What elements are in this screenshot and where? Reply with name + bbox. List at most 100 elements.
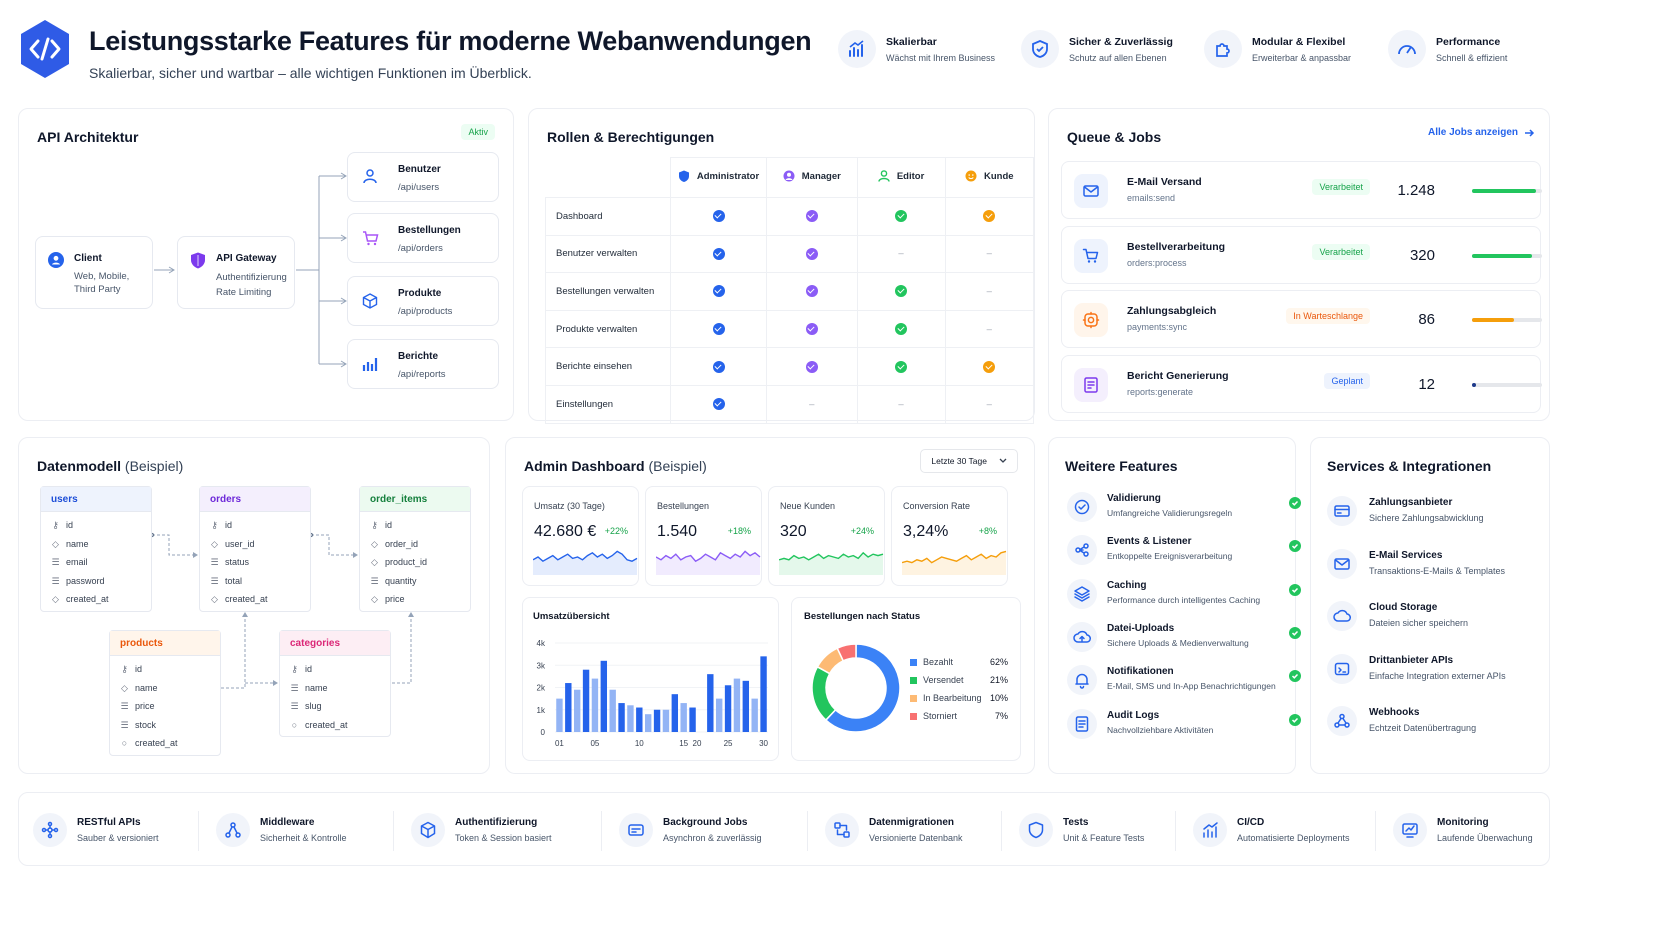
x-tick-label: 20 (693, 739, 702, 748)
check-icon (1289, 713, 1301, 726)
job-progress-fill (1472, 382, 1477, 387)
title-sub: (Beispiel) (124, 458, 184, 474)
endpoint-reports[interactable]: Berichte /api/reports (347, 339, 499, 389)
permission-label: Berichte einsehen (544, 347, 672, 386)
endpoint-products[interactable]: Produkte /api/products (347, 276, 499, 326)
permission-label: Dashboard (544, 197, 672, 236)
check-circle-icon (1067, 492, 1097, 522)
table-field: ○created_at (280, 716, 390, 735)
table-field: ☰name (280, 679, 390, 698)
role-header-kunde: Kunde (944, 157, 1035, 198)
page-subtitle: Skalierbar, sicher und wartbar – alle wi… (89, 65, 532, 81)
client-node[interactable]: Client Web, Mobile, Third Party (35, 236, 153, 309)
table-orders[interactable]: orders⚷id◇user_id☰status☰total◇created_a… (199, 486, 311, 612)
table-categories[interactable]: categories⚷id☰name☰slug○created_at (279, 630, 391, 737)
y-tick-label: 2k (537, 684, 546, 693)
diamond-icon: ◇ (52, 594, 59, 604)
permission-cell: – (856, 234, 946, 274)
field-name: total (225, 575, 243, 586)
service-sub: Sichere Zahlungsabwicklung (1369, 513, 1484, 523)
job-count: 320 (1409, 246, 1435, 264)
table-field: ◇created_at (200, 590, 310, 609)
feature-sub: Performance durch intelligentes Caching (1107, 594, 1261, 605)
kpi-value: 42.680 € (534, 523, 597, 540)
footer-divider (601, 811, 602, 851)
kpi-card[interactable]: Umsatz (30 Tage)42.680 €+22% (522, 486, 639, 586)
report-icon (1074, 367, 1108, 402)
revenue-bar (680, 703, 687, 732)
table-users[interactable]: users⚷id◇name☰email☰password◇created_at (40, 486, 152, 612)
field-name: order_id (385, 538, 419, 549)
table-field: ◇created_at (41, 590, 151, 609)
endpoint-orders[interactable]: Bestellungen /api/orders (347, 213, 499, 263)
service-title: Cloud Storage (1369, 602, 1438, 614)
list-icon: ☰ (290, 682, 299, 693)
table-name: orders (200, 487, 310, 512)
range-select[interactable]: Letzte 30 Tage (920, 449, 1018, 473)
permission-cell (765, 197, 858, 236)
feature-title: Modular & Flexibel (1252, 35, 1346, 48)
permission-cell (944, 347, 1035, 386)
role-header-manager: Manager (765, 157, 858, 198)
permission-cell (670, 347, 767, 386)
bar-chart-icon (362, 356, 378, 372)
all-jobs-link[interactable]: Alle Jobs anzeigen (1428, 127, 1535, 138)
revenue-bar (618, 703, 625, 732)
legend-label: In Bearbeitung (923, 693, 982, 703)
field-name: product_id (385, 557, 428, 567)
field-name: id (135, 664, 143, 674)
feature-title: Datei-Uploads (1107, 622, 1175, 634)
table-order-items[interactable]: order_items⚷id◇order_id◇product_id☰quant… (359, 486, 471, 612)
feature-title: Validierung (1107, 493, 1161, 504)
revenue-bar (573, 689, 581, 732)
check-icon (712, 247, 725, 260)
table-field: ☰password (41, 572, 151, 591)
feature-sub: Schnell & effizient (1436, 52, 1508, 63)
permission-cell (765, 272, 858, 311)
gateway-node[interactable]: API Gateway Authentifizierung Rate Limit… (177, 236, 295, 309)
kpi-delta: +24% (850, 526, 874, 536)
field-name: name (66, 538, 89, 549)
diamond-icon: ◇ (52, 538, 59, 549)
footer-title: Authentifizierung (455, 817, 538, 828)
job-count: 86 (1418, 311, 1435, 328)
revenue-bar (662, 709, 670, 732)
service-title: Drittanbieter APIs (1369, 654, 1454, 666)
field-name: created_at (305, 719, 348, 730)
table-products[interactable]: products⚷id◇name☰price☰stock○created_at (109, 630, 221, 756)
table-field: ⚷id (280, 660, 390, 679)
endpoint-users[interactable]: Benutzer /api/users (347, 152, 499, 202)
field-name: name (135, 682, 158, 693)
endpoint-path: /api/reports (398, 369, 446, 380)
cloud-icon (1327, 601, 1357, 632)
list-icon: ☰ (370, 575, 379, 586)
x-tick-label: 25 (724, 739, 733, 748)
